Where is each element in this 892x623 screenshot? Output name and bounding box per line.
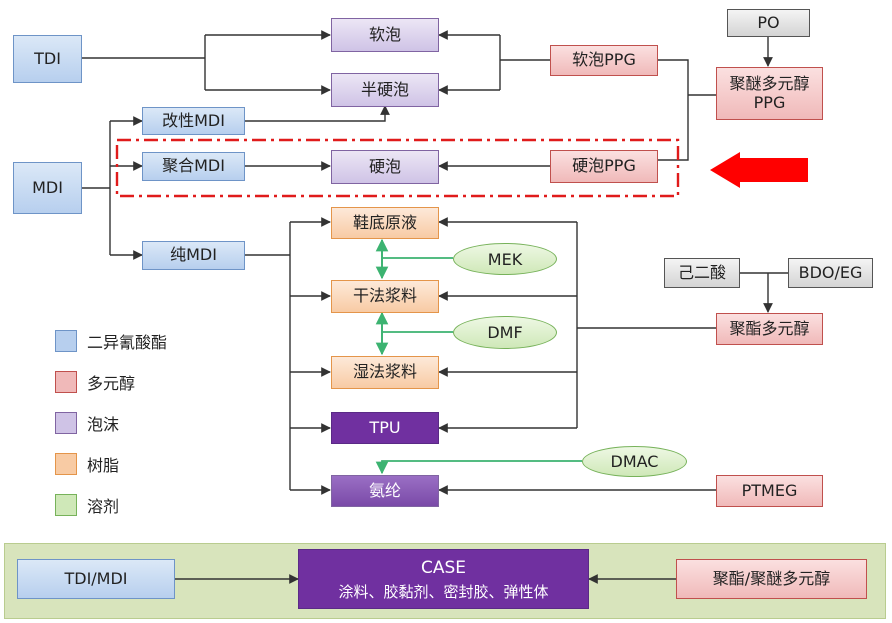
highlight-box — [115, 138, 680, 198]
node-mek: MEK — [453, 243, 557, 275]
node-mdi: MDI — [13, 162, 82, 214]
node-sole-resin: 鞋底原液 — [331, 207, 439, 239]
node-polyether-ppg: 聚醚多元醇 PPG — [716, 67, 823, 120]
polyether-line1: 聚醚多元醇 — [729, 74, 810, 94]
legend-swatch — [55, 330, 77, 352]
case-input-tdi-mdi: TDI/MDI — [17, 559, 175, 599]
legend-swatch — [55, 453, 77, 475]
node-pure-mdi: 纯MDI — [142, 241, 245, 270]
legend-label: 溶剂 — [87, 497, 120, 516]
legend-item-polyol: 多元醇 — [55, 369, 135, 395]
legend-swatch — [55, 412, 77, 434]
node-rigid-foam: 硬泡 — [331, 150, 439, 184]
node-ptmeg: PTMEG — [716, 475, 823, 507]
node-bdo-eg: BDO/EG — [788, 258, 873, 288]
node-tdi: TDI — [13, 35, 82, 83]
polyether-line2: PPG — [753, 92, 786, 112]
case-main-box: CASE 涂料、胶黏剂、密封胶、弹性体 — [298, 549, 589, 609]
highlight-arrow — [710, 152, 808, 188]
legend-label: 二异氰酸酯 — [87, 333, 168, 352]
legend-label: 泡沫 — [87, 415, 120, 434]
node-polyester-polyol: 聚酯多元醇 — [716, 313, 823, 345]
node-semi-rigid-foam: 半硬泡 — [331, 73, 439, 107]
node-polymeric-mdi: 聚合MDI — [142, 152, 245, 181]
node-dmf: DMF — [453, 316, 557, 349]
case-title: CASE — [420, 558, 467, 578]
legend-swatch — [55, 371, 77, 393]
legend-item-foam: 泡沫 — [55, 410, 119, 436]
legend-item-resin: 树脂 — [55, 451, 119, 477]
node-wet-slurry: 湿法浆料 — [331, 356, 439, 389]
case-subtitle: 涂料、胶黏剂、密封胶、弹性体 — [338, 583, 549, 601]
node-spandex: 氨纶 — [331, 475, 439, 507]
legend-label: 多元醇 — [87, 374, 136, 393]
node-modified-mdi: 改性MDI — [142, 107, 245, 135]
legend-label: 树脂 — [87, 456, 120, 475]
node-dry-slurry: 干法浆料 — [331, 280, 439, 313]
node-soft-foam: 软泡 — [331, 18, 439, 52]
case-input-polyol: 聚酯/聚醚多元醇 — [676, 559, 867, 599]
node-dmac: DMAC — [582, 446, 687, 477]
node-rigid-ppg: 硬泡PPG — [550, 150, 658, 183]
node-adipic-acid: 己二酸 — [664, 258, 740, 288]
node-po: PO — [727, 9, 810, 37]
legend-swatch — [55, 494, 77, 516]
node-soft-ppg: 软泡PPG — [550, 45, 658, 76]
legend-item-isocyanate: 二异氰酸酯 — [55, 328, 167, 354]
node-tpu: TPU — [331, 412, 439, 444]
legend-item-solvent: 溶剂 — [55, 492, 119, 518]
